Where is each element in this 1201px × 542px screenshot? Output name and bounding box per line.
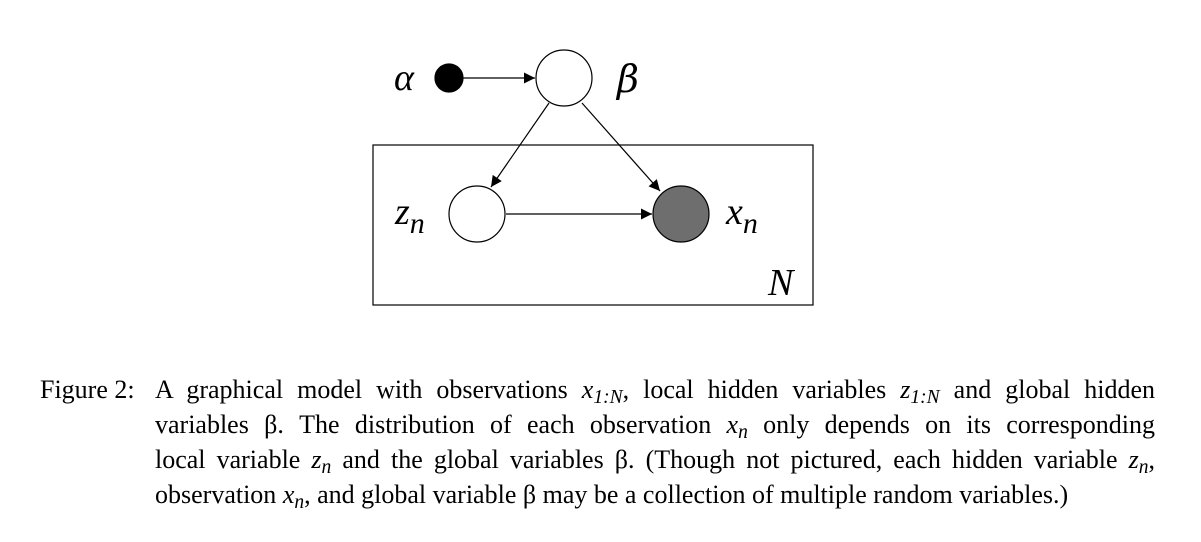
math-variable: z bbox=[900, 375, 911, 404]
math-variable: x bbox=[726, 410, 739, 439]
node-alpha bbox=[434, 63, 464, 93]
math-variable: x bbox=[581, 375, 594, 404]
math-subscript: n bbox=[738, 421, 748, 443]
math-subscript: n bbox=[321, 456, 332, 478]
node-beta bbox=[535, 49, 593, 107]
math-subscript: n bbox=[294, 491, 305, 513]
caption-line: variables β. The distribution of each ob… bbox=[155, 410, 1155, 443]
label-beta: β bbox=[615, 57, 639, 101]
math-variable: z bbox=[311, 445, 322, 474]
math-subscript: 1:N bbox=[593, 386, 623, 408]
graphical-model-diagram: N α β zn xn bbox=[372, 49, 814, 306]
math-subscript: 1:N bbox=[910, 386, 940, 408]
plate-label: N bbox=[767, 262, 796, 304]
plate-n bbox=[372, 144, 814, 306]
math-variable: x bbox=[282, 480, 295, 509]
caption-line: local variable zn and the global variabl… bbox=[155, 445, 1155, 478]
edge-beta-z bbox=[490, 102, 550, 188]
edge-beta-x bbox=[581, 102, 661, 192]
label-z: zn bbox=[394, 191, 425, 240]
caption-line: observation xn, and global variable β ma… bbox=[155, 480, 1069, 513]
figure-label: Figure 2: bbox=[40, 375, 135, 404]
caption-body: A graphical model with observations x1:N… bbox=[155, 372, 1155, 512]
math-subscript: n bbox=[1138, 456, 1149, 478]
label-alpha: α bbox=[394, 57, 415, 99]
label-x: xn bbox=[725, 191, 758, 240]
node-z bbox=[448, 185, 506, 243]
math-variable: z bbox=[1128, 445, 1139, 474]
caption-line: A graphical model with observations x1:N… bbox=[155, 375, 1155, 408]
node-x bbox=[652, 185, 710, 243]
